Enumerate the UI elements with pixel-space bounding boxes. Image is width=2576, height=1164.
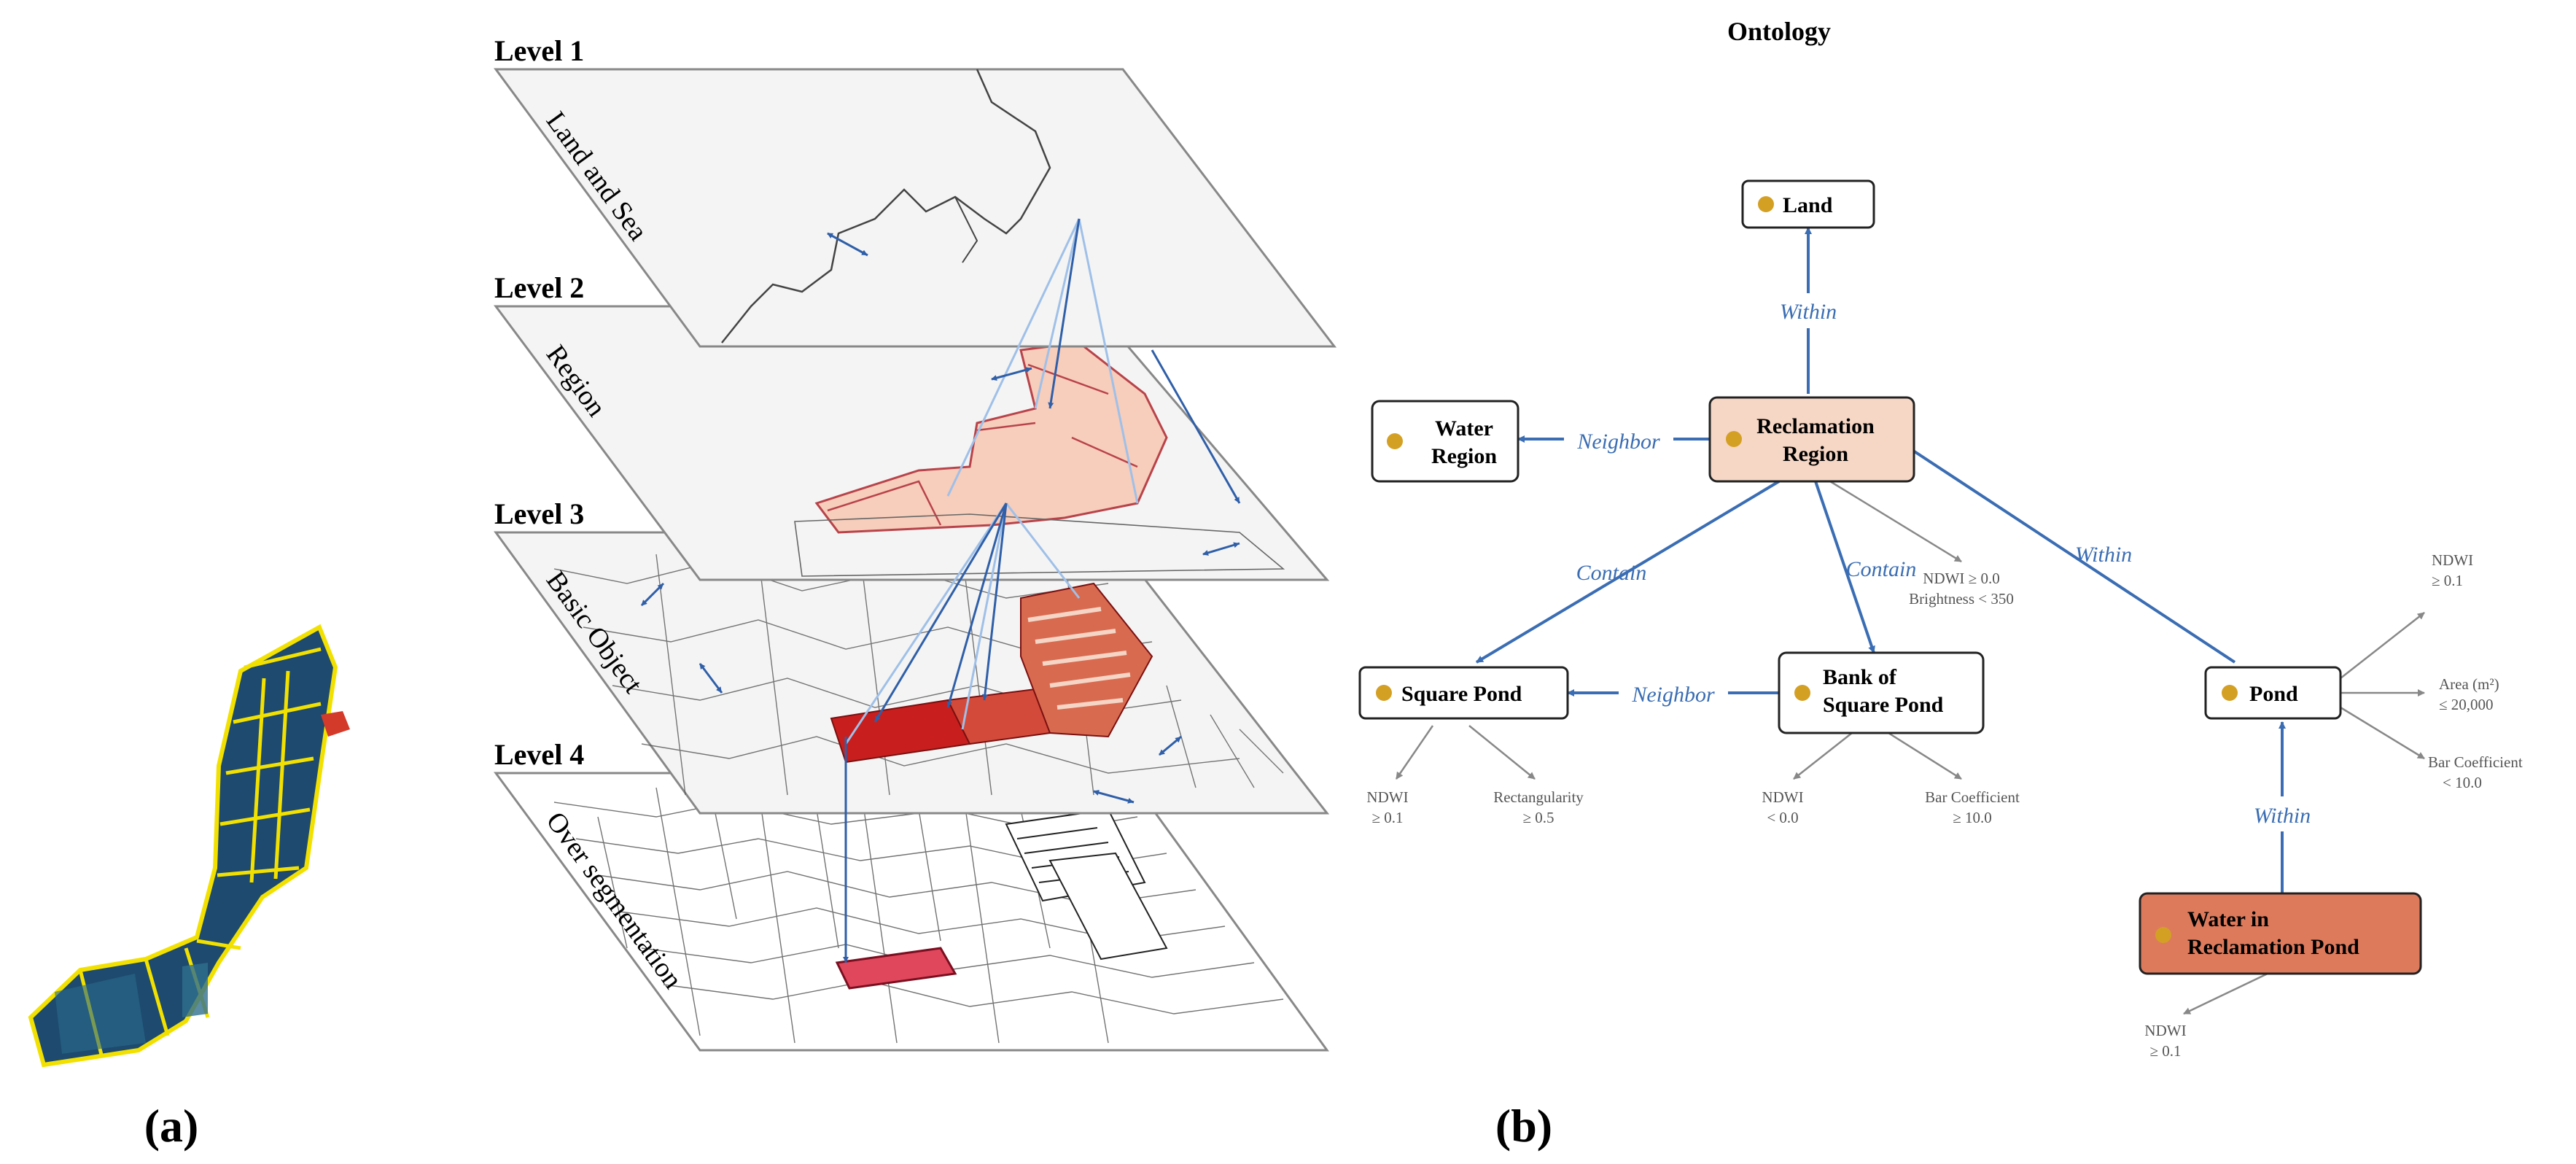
layer-cross-arrows: [843, 218, 1241, 963]
layer-3-level-title: Level 3: [494, 497, 584, 530]
edge-contain-bank: [1814, 481, 1875, 653]
node-pond-label: Pond: [2249, 682, 2298, 706]
node-reclamation-region: Reclamation Region: [1708, 396, 1915, 483]
attr-bank-bar-value: ≥ 10.0: [1953, 809, 1992, 826]
edge-label-neighbor-water: Neighbor: [1576, 430, 1660, 454]
node-square-pond-label: Square Pond: [1401, 682, 1522, 706]
attr-water-ndwi-value: ≥ 0.1: [2149, 1042, 2181, 1060]
node-land: Land: [1741, 179, 1875, 229]
node-dot: [1758, 196, 1774, 212]
layer-projection-lines: [844, 218, 1139, 745]
node-dot: [1794, 685, 1810, 701]
layer-2-region-shapes: [794, 341, 1285, 577]
node-water-region-line1: Water: [1435, 416, 1493, 441]
layer-4-highlight-object: [835, 947, 957, 990]
edge-label-within-water: Within: [2254, 804, 2311, 828]
edge-label-contain-bank: Contain: [1846, 557, 1917, 581]
attr-bank-bar-name: Bar Coefficient: [1925, 788, 2020, 806]
attr-pond-bar-value: < 10.0: [2443, 774, 2482, 791]
layer-4-level-title: Level 4: [494, 738, 584, 771]
attr-square-ndwi-name: NDWI: [1366, 788, 1408, 806]
layer-4-pond-cluster: [1005, 808, 1168, 961]
layer-level-1: Level 1 Land and Sea: [494, 34, 1337, 348]
node-water-region-line2: Region: [1431, 444, 1497, 468]
edge-contain-square: [1475, 480, 1781, 664]
ontology-title: Ontology: [1727, 17, 1831, 46]
panel-b-label: (b): [1495, 1100, 1552, 1152]
panel-a-pond-image: [28, 624, 350, 1068]
node-square-pond: Square Pond: [1358, 666, 1569, 720]
attr-square-rect-value: ≥ 0.5: [1522, 809, 1554, 826]
edge-label-contain-square: Contain: [1576, 561, 1647, 585]
ontology-attributes: NDWI ≥ 0.0 Brightness < 350 NDWI ≥ 0.1 R…: [1366, 551, 2522, 1060]
node-bank-line1: Bank of: [1823, 665, 1897, 689]
attr-square-rect-name: Rectangularity: [1493, 788, 1584, 806]
attr-pond-ndwi-name: NDWI: [2432, 551, 2473, 569]
layer-level-4: Level 4 Over segmentation: [494, 738, 1329, 1052]
attr-pond-ndwi-value: ≥ 0.1: [2432, 572, 2463, 589]
node-dot: [2155, 927, 2171, 943]
layer-neighbor-arrows: [640, 232, 1240, 804]
edge-label-neighbor-bank: Neighbor: [1631, 683, 1715, 707]
node-reclamation-line2: Region: [1783, 442, 1848, 466]
attr-pond-area-name: Area (m²): [2439, 675, 2499, 693]
attr-square-ndwi-value: ≥ 0.1: [1371, 809, 1403, 826]
node-bank-line2: Square Pond: [1823, 693, 1944, 717]
node-dot: [2222, 685, 2238, 701]
edge-label-within-land: Within: [1780, 300, 1837, 324]
attr-reclamation-ndwi: NDWI ≥ 0.0: [1923, 570, 1999, 587]
ontology-attribute-arrows: [1395, 480, 2425, 1015]
layer-1-level-title: Level 1: [494, 34, 584, 67]
layer-1-coastline: [721, 69, 1051, 344]
node-land-label: Land: [1783, 193, 1833, 217]
node-water-in-reclamation-pond: Water in Reclamation Pond: [2139, 892, 2422, 975]
attr-bank-ndwi-value: < 0.0: [1767, 809, 1798, 826]
edge-within-pond: [1905, 445, 2236, 664]
layer-level-2: Level 2 Region: [494, 271, 1330, 581]
layer-2-level-title: Level 2: [494, 271, 584, 304]
attr-pond-area-value: ≤ 20,000: [2439, 696, 2494, 713]
node-water-region: Water Region: [1371, 400, 1519, 483]
ontology-edge-labels: Within Neighbor Contain Contain Within N…: [1564, 293, 2330, 831]
attr-bank-ndwi-name: NDWI: [1762, 788, 1803, 806]
node-dot: [1726, 431, 1742, 447]
attr-water-ndwi-name: NDWI: [2144, 1022, 2186, 1039]
attr-reclamation-brightness: Brightness < 350: [1909, 590, 2014, 608]
node-dot: [1376, 685, 1392, 701]
node-reclamation-line1: Reclamation: [1756, 414, 1875, 438]
attr-pond-bar-name: Bar Coefficient: [2428, 753, 2523, 771]
node-dot: [1387, 433, 1403, 449]
panel-a-label: (a): [144, 1100, 199, 1152]
node-water-line2: Reclamation Pond: [2187, 935, 2359, 959]
node-water-line1: Water in: [2187, 907, 2269, 931]
node-bank-of-square-pond: Bank of Square Pond: [1778, 651, 1985, 734]
node-pond: Pond: [2204, 666, 2342, 720]
edge-label-within-pond: Within: [2075, 543, 2132, 567]
